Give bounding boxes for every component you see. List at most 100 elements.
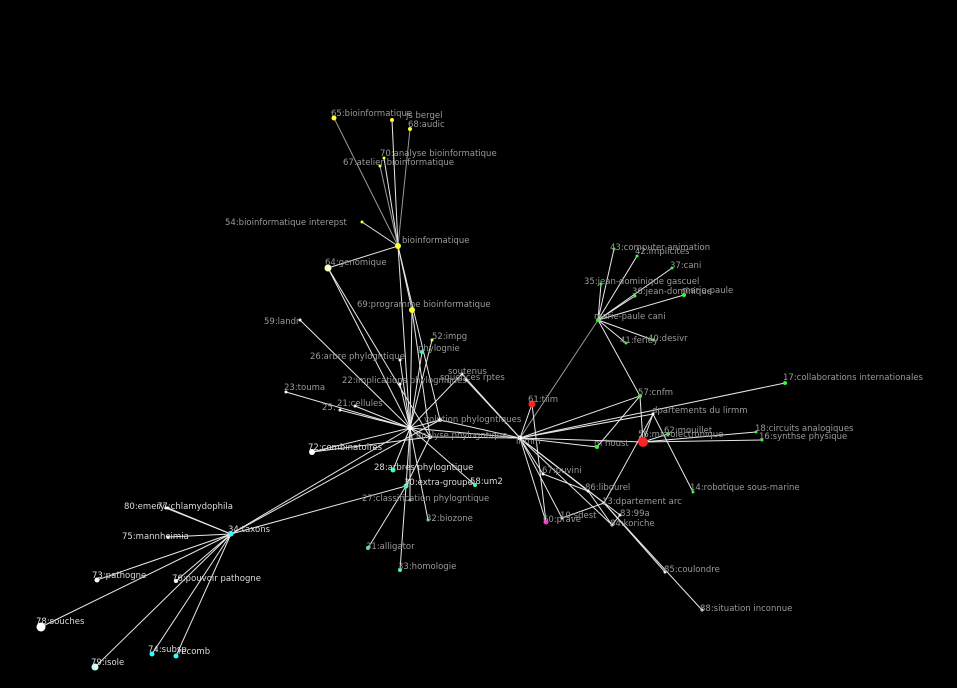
graph-node-label: 88:situation inconnue: [700, 604, 792, 614]
graph-node-n_jsbergel[interactable]: [390, 118, 394, 122]
graph-node-label: 18:circuits analogiques: [755, 424, 854, 434]
graph-node-n76[interactable]: [174, 579, 178, 583]
graph-node-n16[interactable]: [760, 438, 764, 442]
graph-node-n56[interactable]: [638, 437, 648, 447]
edge-n_mpcani-n42: [597, 255, 638, 321]
graph-node-n_recomb[interactable]: [173, 653, 179, 659]
edge-n58-n_hub: [409, 427, 476, 486]
graph-node-n79[interactable]: [91, 663, 99, 671]
graph-node-n67[interactable]: [378, 164, 382, 168]
graph-node-n52[interactable]: [430, 338, 434, 342]
graph-node-n_anal[interactable]: [428, 435, 432, 439]
graph-node-n13[interactable]: [602, 501, 606, 505]
graph-node-n59[interactable]: [298, 318, 302, 322]
graph-node-n42[interactable]: [635, 254, 639, 258]
graph-node-n74[interactable]: [149, 651, 155, 657]
graph-node-n21[interactable]: [353, 404, 357, 408]
graph-node-n54[interactable]: [360, 220, 364, 224]
graph-node-n36[interactable]: [633, 294, 637, 298]
edge-n_lirmm-n61: [519, 403, 533, 439]
edge-n34-n30: [230, 485, 407, 535]
graph-node-n_mhmt[interactable]: [595, 445, 599, 449]
graph-node-n77[interactable]: [166, 506, 170, 510]
graph-node-n84[interactable]: [610, 523, 614, 527]
graph-node-label: 72:combinatoires: [308, 443, 383, 453]
edge-n57-n_mhmt: [596, 395, 641, 448]
graph-node-n_phylogenie[interactable]: [420, 350, 424, 354]
edge-n34-n75: [167, 533, 232, 538]
graph-node-n40[interactable]: [651, 338, 655, 342]
graph-node-n_seq[interactable]: [464, 378, 468, 382]
graph-node-n_mpaule[interactable]: [682, 293, 686, 297]
graph-node-label: js bergel: [405, 111, 442, 121]
edge-n_lirmm-n_mpcani: [519, 319, 599, 439]
graph-node-label: 61:tiim: [528, 395, 558, 405]
edge-n28-n_hub: [392, 427, 411, 471]
edge-n_mpcani-n35: [597, 283, 602, 321]
graph-node-n69[interactable]: [409, 307, 415, 313]
graph-node-n31[interactable]: [366, 546, 370, 550]
graph-node-n17[interactable]: [783, 381, 787, 385]
graph-node-n75[interactable]: [166, 535, 170, 539]
graph-node-n37[interactable]: [670, 266, 674, 270]
graph-node-label: 25:: [322, 403, 336, 413]
graph-node-n14[interactable]: [691, 490, 695, 494]
edge-n34-n77: [167, 507, 232, 535]
graph-node-n34[interactable]: [228, 531, 234, 537]
graph-node-n65[interactable]: [331, 115, 337, 121]
graph-node-n58[interactable]: [473, 483, 477, 487]
graph-node-label: 14:robotique sous-marine: [690, 483, 800, 493]
graph-node-n23[interactable]: [284, 390, 288, 394]
graph-node-n26[interactable]: [398, 358, 402, 362]
graph-node-label: 76:pouvoir pathogne: [172, 574, 261, 584]
graph-node-n88[interactable]: [700, 608, 704, 612]
graph-node-n33[interactable]: [398, 568, 402, 572]
graph-node-n28[interactable]: [390, 467, 396, 473]
graph-node-n86[interactable]: [586, 489, 590, 493]
graph-node-n72[interactable]: [309, 449, 315, 455]
graph-node-label: 60:prave: [543, 515, 581, 525]
graph-node-n85[interactable]: [663, 570, 667, 574]
graph-node-n27[interactable]: [408, 498, 412, 502]
graph-node-label: phylognie: [418, 344, 460, 354]
graph-node-n_sout[interactable]: [460, 372, 464, 376]
graph-node-n10[interactable]: [560, 516, 564, 520]
graph-node-n32[interactable]: [426, 518, 430, 522]
graph-node-n78[interactable]: [36, 622, 46, 632]
graph-node-n_lirmm[interactable]: [517, 435, 523, 441]
edge-n67b-n86: [542, 473, 589, 492]
graph-node-n25[interactable]: [338, 408, 342, 412]
graph-node-n70[interactable]: [382, 156, 386, 160]
graph-node-label: 36:jean-dominique: [632, 287, 712, 297]
graph-node-n64[interactable]: [324, 264, 332, 272]
graph-node-label: 67:atelier bioinformatique: [343, 158, 454, 168]
graph-node-n22[interactable]: [398, 382, 402, 386]
graph-node-n67b[interactable]: [541, 472, 545, 476]
graph-node-label: analyse phylogntique: [416, 431, 507, 441]
graph-node-label: 83:99a: [620, 509, 650, 519]
graph-node-n62[interactable]: [666, 432, 670, 436]
graph-node-n30[interactable]: [403, 483, 409, 489]
graph-node-label: 21:cellules: [337, 399, 383, 409]
edge-n34-n_hub: [230, 427, 411, 535]
graph-node-n73[interactable]: [94, 577, 100, 583]
graph-node-n_deplirmm[interactable]: [651, 412, 655, 416]
graph-node-n_evol[interactable]: [438, 418, 442, 422]
graph-node-n43[interactable]: [612, 247, 616, 251]
graph-node-n_bioinfo[interactable]: [395, 243, 401, 249]
edge-n_lirmm-n57: [519, 395, 641, 439]
graph-node-n61[interactable]: [528, 400, 536, 408]
graph-node-n_mpcani[interactable]: [596, 318, 600, 322]
graph-node-n18[interactable]: [754, 430, 758, 434]
graph-node-n83[interactable]: [618, 513, 622, 517]
graph-node-n68[interactable]: [408, 127, 412, 131]
edges-layer: [40, 117, 786, 668]
graph-node-n41[interactable]: [624, 341, 628, 345]
graph-node-label: 64:genomique: [325, 258, 387, 268]
graph-node-n35[interactable]: [599, 282, 603, 286]
graph-node-n60[interactable]: [543, 519, 549, 525]
graph-node-n57[interactable]: [638, 394, 642, 398]
edge-n_mpcani-n43: [597, 248, 615, 321]
graph-node-n_hub[interactable]: [407, 425, 413, 431]
